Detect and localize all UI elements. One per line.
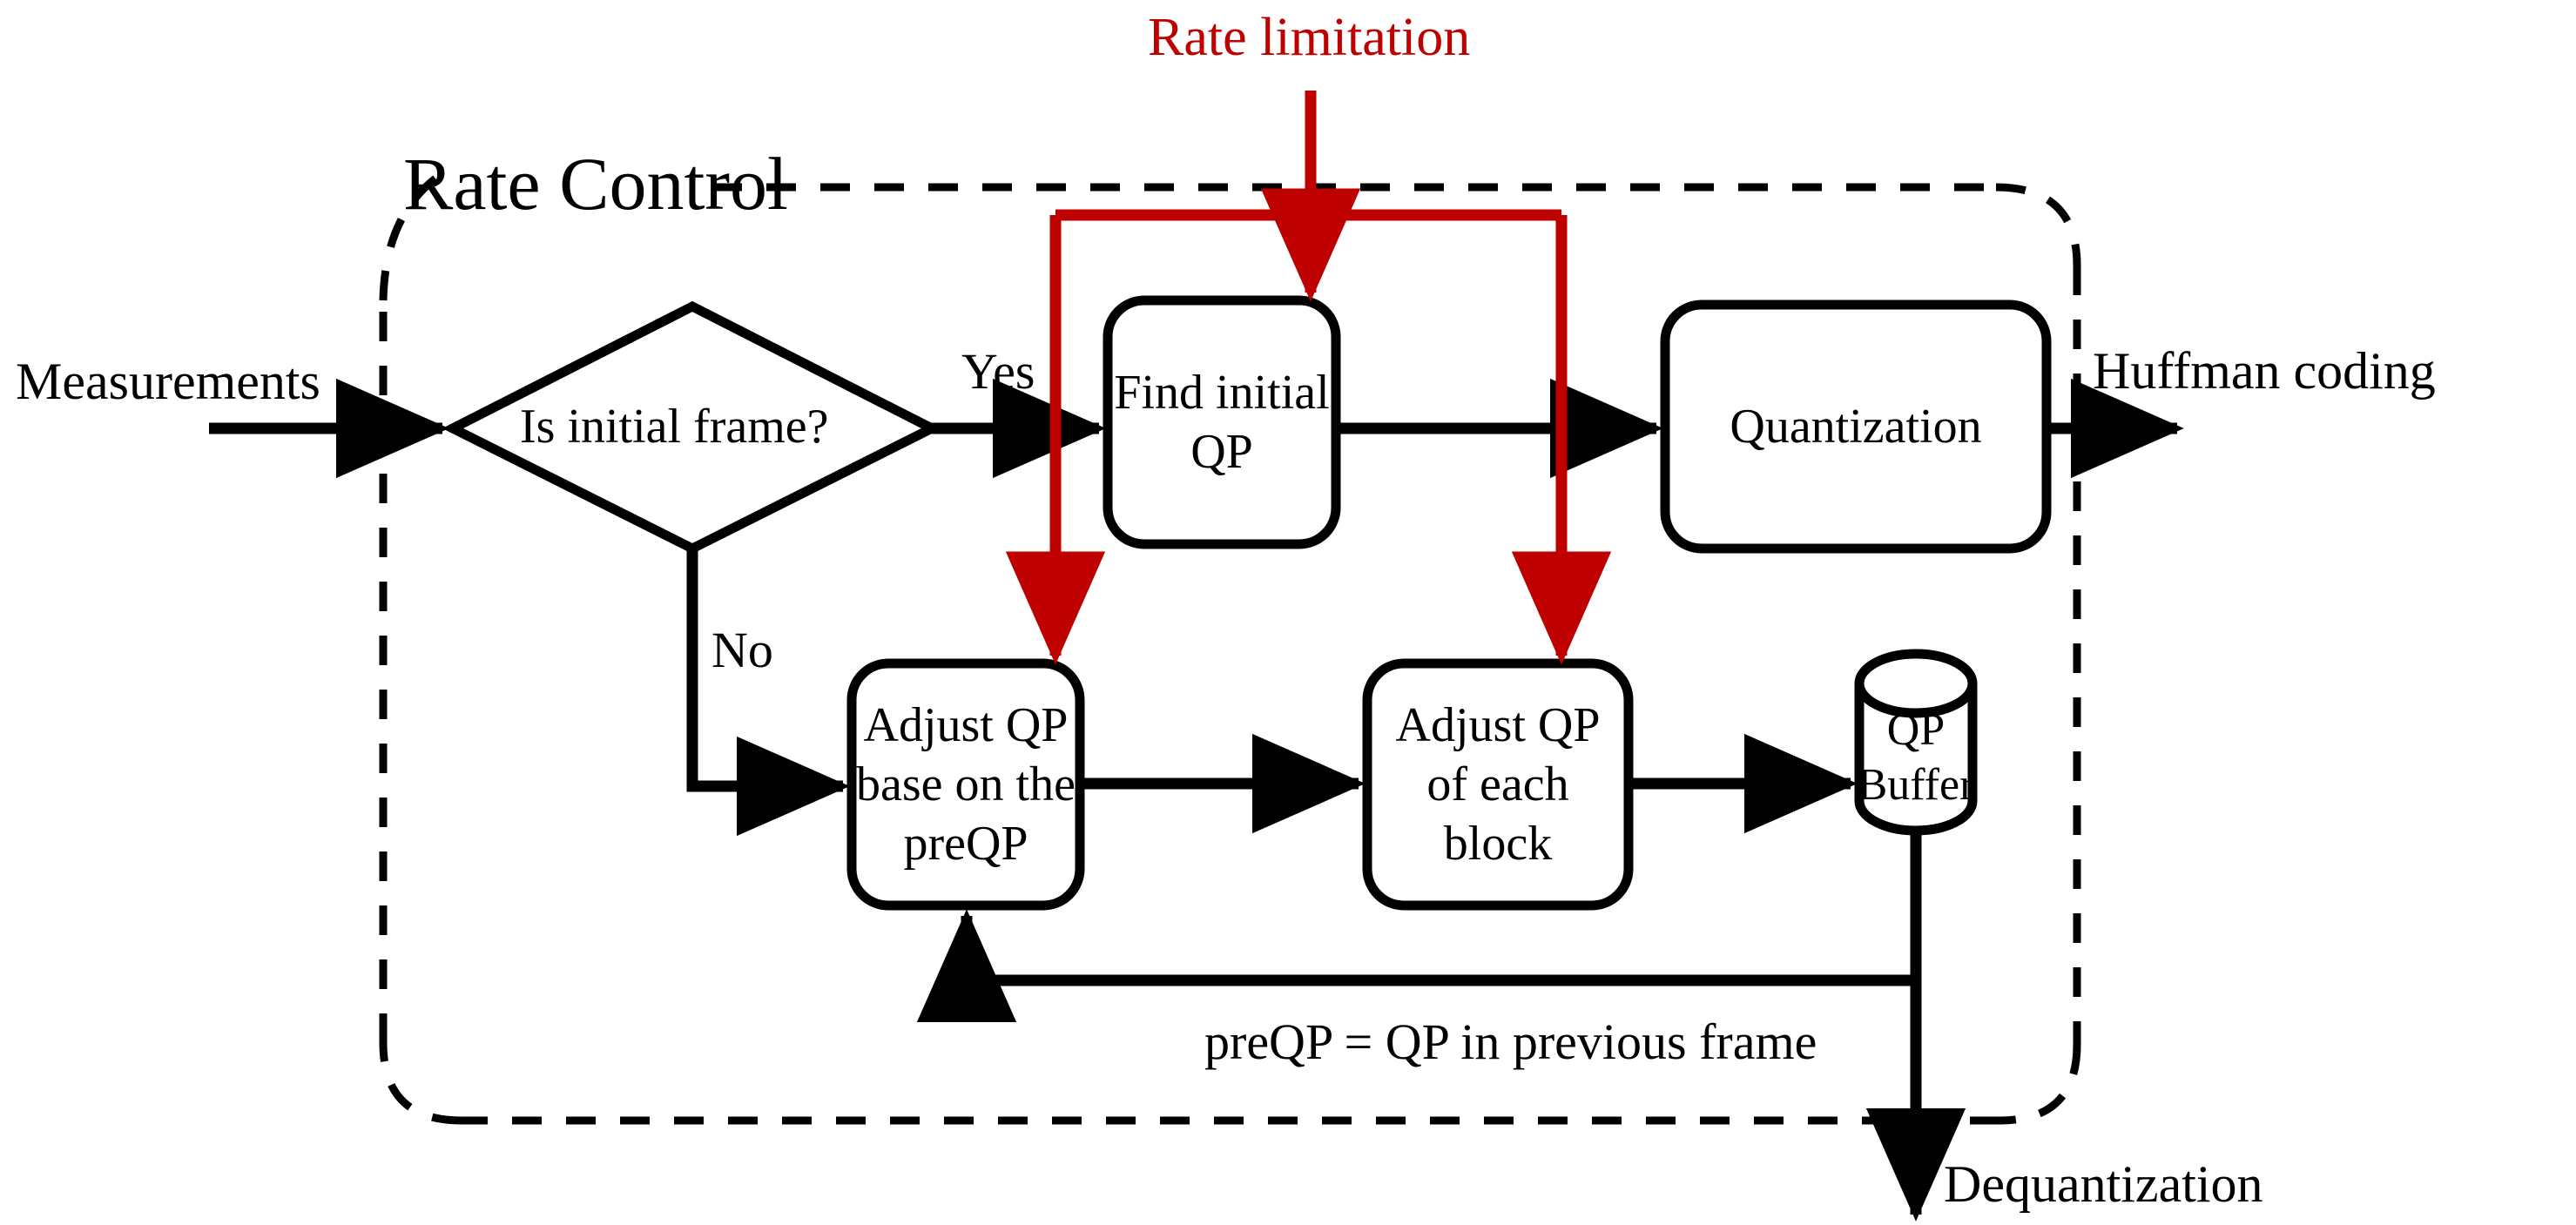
node-qp-buffer-shape: [1854, 649, 1978, 836]
edge-qp-buffer-feedback-to-adjust-preqp: [916, 827, 1922, 1023]
node-quantization-shape: [1660, 300, 2052, 554]
feedback-label: preQP = QP in previous frame: [1204, 1013, 1817, 1070]
node-adjust-qp-block-shape: [1362, 658, 1634, 911]
huffman-coding-label: Huffman coding: [2093, 342, 2436, 400]
node-adjust-qp-preqp-shape: [846, 658, 1085, 911]
rate-limitation-edges: [1005, 91, 1612, 665]
measurements-label: Measurements: [16, 353, 320, 410]
rate-limitation-label: Rate limitation: [1148, 8, 1471, 67]
rate-control-group-label: Rate Control: [403, 142, 788, 225]
decision-label: Is initial frame?: [520, 400, 829, 454]
branch-no-label: No: [711, 622, 773, 678]
edge-decision-no-to-adjust-qp-preqp: [686, 549, 850, 837]
dequantization-label: Dequantization: [1944, 1155, 2263, 1213]
branch-yes-label: Yes: [961, 343, 1035, 400]
node-find-initial-qp-shape: [1103, 295, 1341, 549]
